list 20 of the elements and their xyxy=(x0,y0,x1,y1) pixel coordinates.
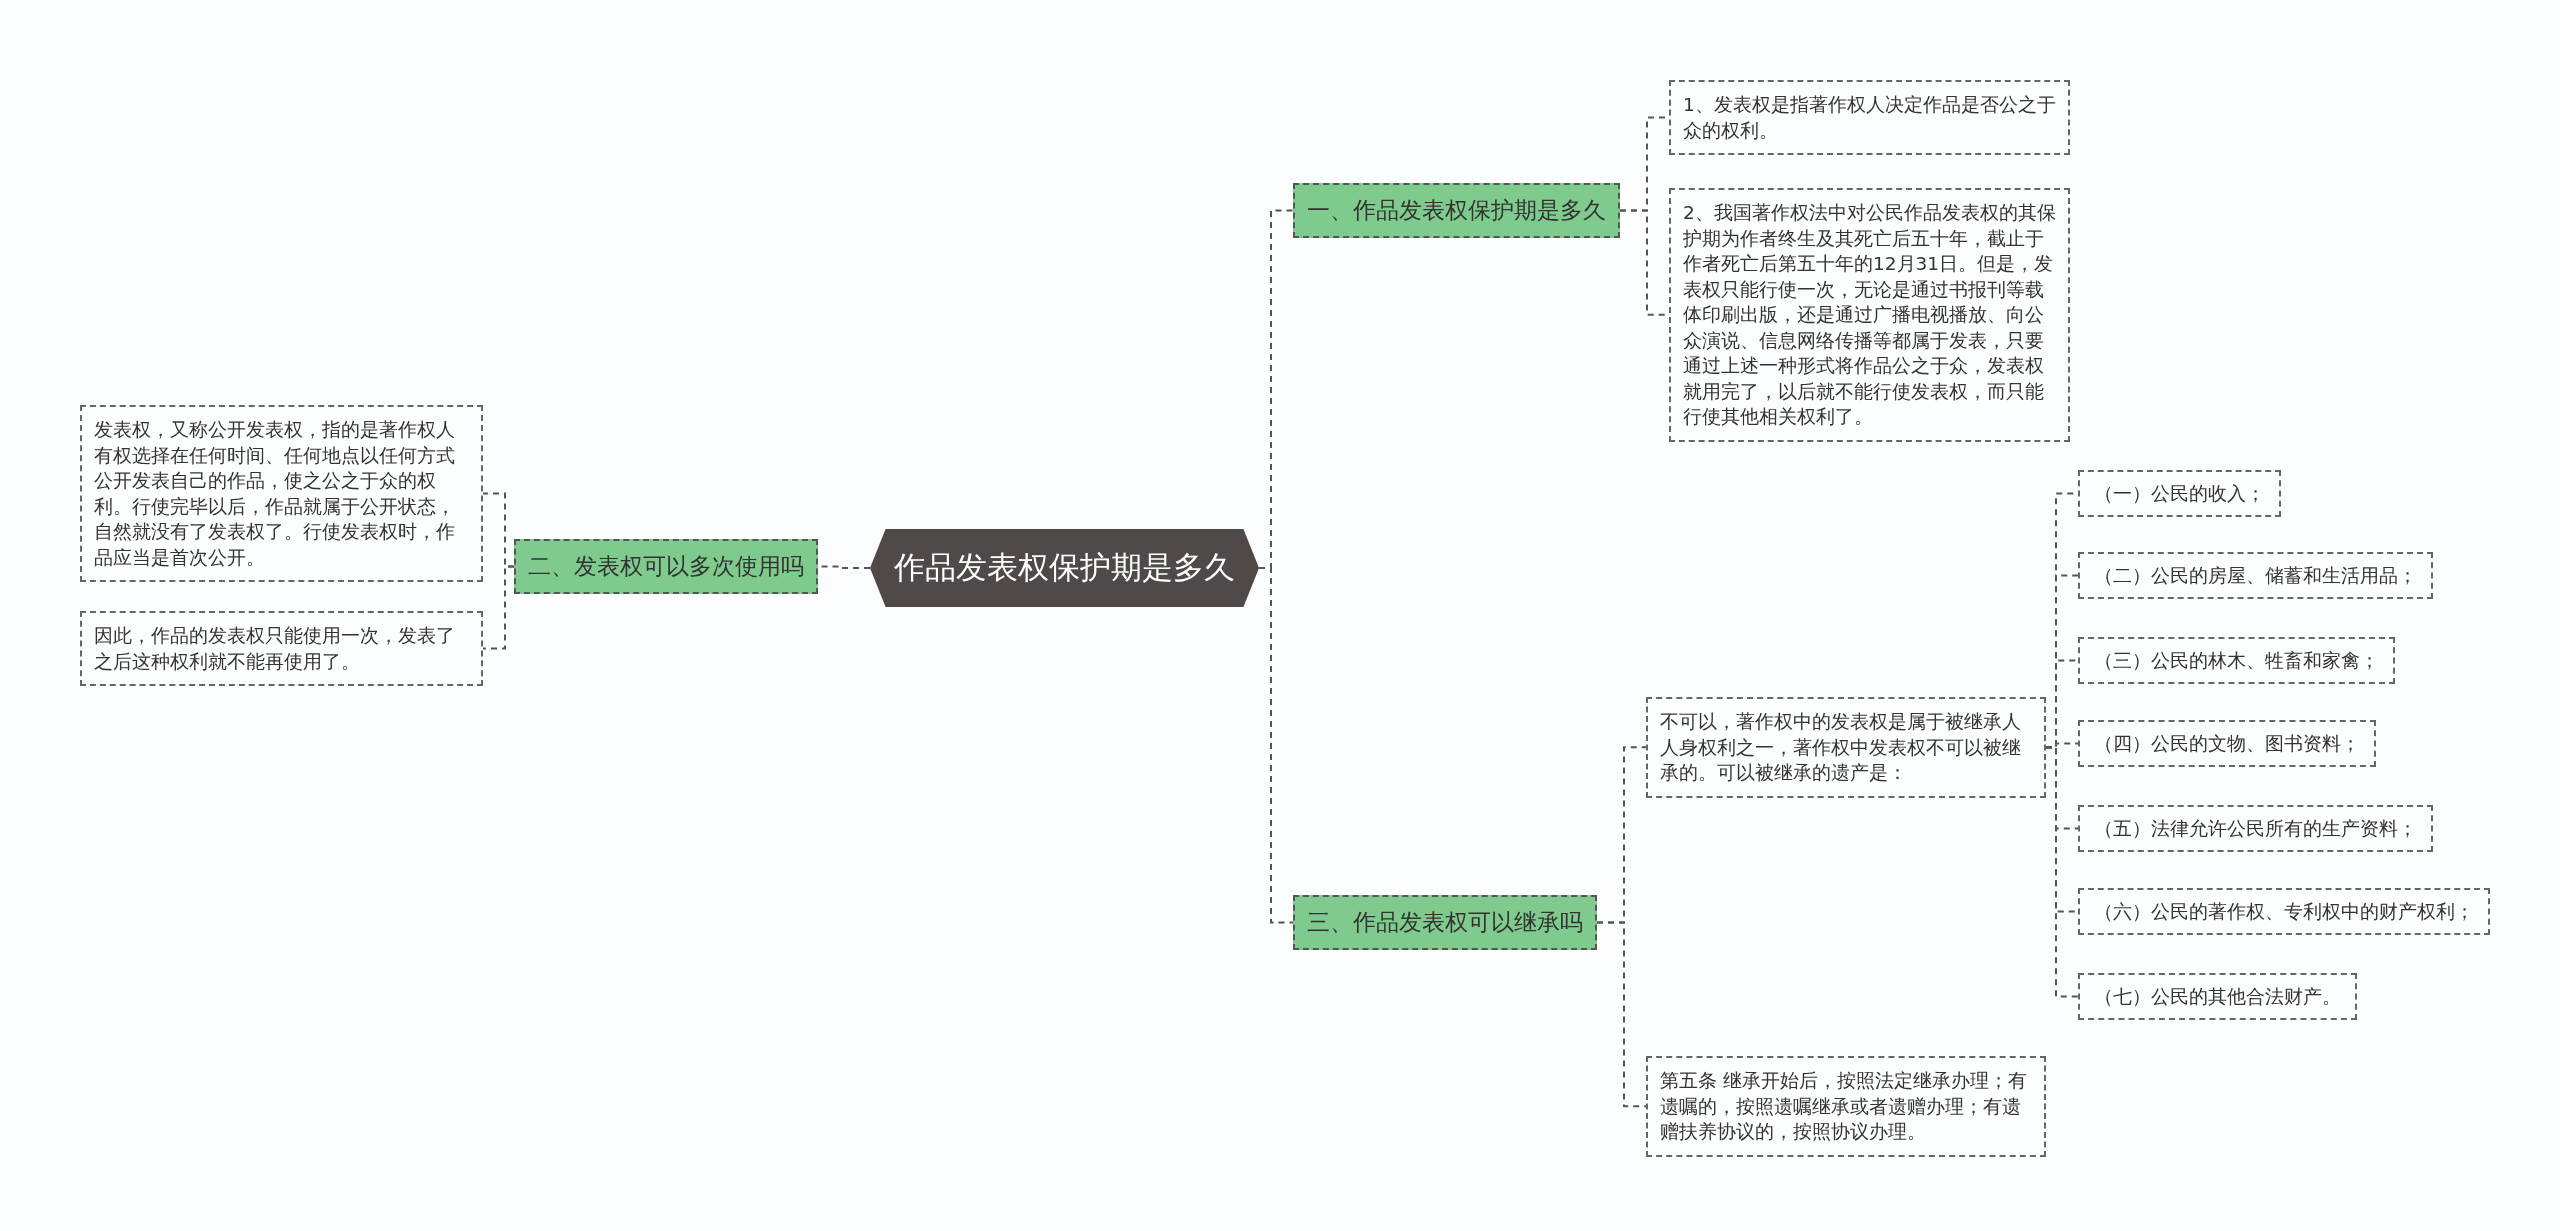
topic-box: 二、发表权可以多次使用吗 xyxy=(514,539,818,594)
list-item-box: （五）法律允许公民所有的生产资料； xyxy=(2078,805,2433,852)
connector xyxy=(1596,921,1647,1108)
text-box: 2、我国著作权法中对公民作品发表权的其保护期为作者终生及其死亡后五十年，截止于作者死亡后第五十年的12月31日。但是，发表权只能行使一次，无论是通过书报刊等载体印刷出版，还是通过广播电视播放、向公众演说、信息网络传播等都属于发表，只要通过上述一种形式将作品公之于众，发表权就用完了，以后就不能行使发表权，而只能行使其他相关权利了。 xyxy=(1669,188,2070,442)
text-box: 因此，作品的发表权只能使用一次，发表了之后这种权利就不能再使用了。 xyxy=(80,611,483,687)
text-box: 不可以，著作权中的发表权是属于被继承人人身权利之一，著作权中发表权不可以被继承的。可以被继承的遗产是： xyxy=(1646,697,2046,798)
list-item-box: （二）公民的房屋、储蓄和生活用品； xyxy=(2078,552,2433,599)
text-box: 发表权，又称公开发表权，指的是著作权人有权选择在任何时间、任何地点以任何方式公开发表自己的作品，使之公之于众的权利。行使完毕以后，作品就属于公开状态，自然就没有了发表权了。行使发表权时，作品应当是首次公开。 xyxy=(80,405,483,583)
list-item-box: （六）公民的著作权、专利权中的财产权利； xyxy=(2078,888,2490,935)
connector xyxy=(482,565,515,650)
list-item-box: （七）公民的其他合法财产。 xyxy=(2078,973,2357,1020)
topic-box: 一、作品发表权保护期是多久 xyxy=(1293,183,1620,238)
list-item-box: （四）公民的文物、图书资料； xyxy=(2078,720,2376,767)
central-topic: 作品发表权保护期是多久 xyxy=(870,529,1259,607)
list-item-box: （一）公民的收入； xyxy=(2078,470,2281,517)
list-item-box: （三）公民的林木、牲畜和家禽； xyxy=(2078,637,2395,684)
topic-box: 三、作品发表权可以继承吗 xyxy=(1293,895,1597,950)
text-box: 1、发表权是指著作权人决定作品是否公之于众的权利。 xyxy=(1669,80,2070,156)
connector xyxy=(2045,746,2079,998)
text-box: 第五条 继承开始后，按照法定继承办理；有遗嘱的，按照遗嘱继承或者遗赠办理；有遗赠扶养协议的，按照协议办理。 xyxy=(1646,1056,2046,1157)
